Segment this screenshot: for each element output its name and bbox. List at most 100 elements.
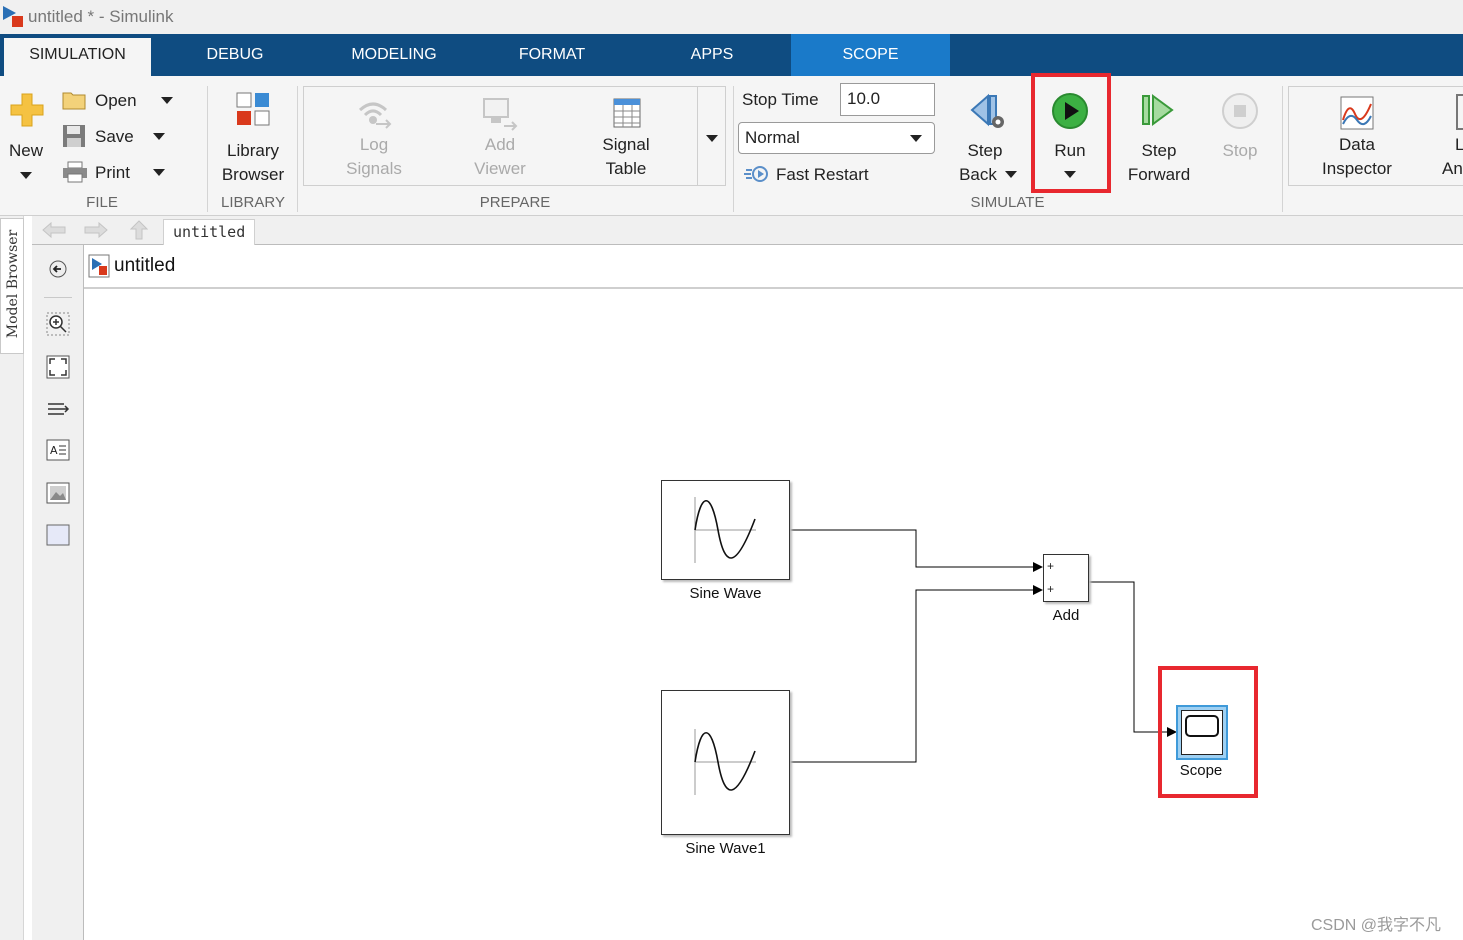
library-browser-label-line2: Browser bbox=[221, 165, 285, 184]
palette-divider bbox=[44, 297, 72, 298]
signal-table-icon bbox=[613, 98, 641, 128]
model-name: untitled bbox=[114, 255, 176, 276]
step-back-label-line1: Step bbox=[967, 141, 1003, 160]
ribbon-divider bbox=[297, 86, 298, 212]
simulink-app-icon bbox=[3, 6, 23, 27]
fast-restart-label: Fast Restart bbox=[776, 165, 869, 184]
add-viewer-label-line2: Viewer bbox=[474, 159, 526, 178]
scope-block[interactable] bbox=[1176, 705, 1228, 760]
sine-wave-icon bbox=[694, 497, 756, 563]
simulate-group-label: SIMULATE bbox=[970, 194, 1045, 211]
fit-to-view-icon[interactable] bbox=[46, 355, 70, 379]
tab-apps[interactable]: APPS bbox=[690, 46, 734, 63]
tab-debug[interactable]: DEBUG bbox=[206, 46, 264, 63]
explorer-nav-bar bbox=[32, 216, 1463, 245]
library-browser-label-line1: Library bbox=[227, 141, 279, 160]
prepare-gallery-expand-button[interactable] bbox=[698, 86, 726, 186]
open-label: Open bbox=[95, 91, 137, 110]
ribbon-divider bbox=[733, 86, 734, 212]
add-block[interactable]: + + bbox=[1043, 554, 1089, 602]
run-highlight-box bbox=[1031, 73, 1111, 193]
tab-scope[interactable]: SCOPE bbox=[791, 34, 950, 76]
sine-wave1-block[interactable] bbox=[661, 690, 790, 835]
folder-icon bbox=[62, 92, 86, 110]
new-dropdown-icon[interactable] bbox=[20, 172, 32, 179]
prepare-group-label: PREPARE bbox=[479, 194, 551, 211]
data-inspector-label-line2: Inspector bbox=[1322, 159, 1392, 178]
model-address-bar: untitled bbox=[84, 245, 1463, 289]
watermark-text: CSDN @我字不凡 bbox=[1311, 917, 1442, 934]
save-label: Save bbox=[95, 127, 134, 146]
ribbon-divider bbox=[207, 86, 208, 212]
add-label: Add bbox=[1052, 607, 1080, 624]
add-viewer-label-line1: Add bbox=[484, 135, 516, 154]
fast-restart-icon bbox=[744, 166, 768, 182]
signal-line-add-to-scope[interactable] bbox=[1089, 581, 1167, 733]
logic-analyzer-label-line1: L bbox=[1455, 135, 1463, 154]
sine-wave-block[interactable] bbox=[661, 480, 790, 580]
save-dropdown-icon[interactable] bbox=[153, 133, 165, 140]
signal-table-label-line2: Table bbox=[605, 159, 647, 178]
simulink-model-icon bbox=[88, 254, 110, 278]
input-port-arrow-icon bbox=[1167, 727, 1177, 737]
scope-screen-icon bbox=[1185, 715, 1219, 737]
floppy-disk-icon bbox=[63, 125, 85, 147]
step-forward-label-line2: Forward bbox=[1127, 165, 1191, 184]
sine-wave-label: Sine Wave bbox=[689, 585, 762, 602]
logic-analyzer-icon bbox=[1456, 94, 1463, 130]
breadcrumb-untitled[interactable]: untitled bbox=[163, 219, 256, 245]
hide-show-explorer-icon[interactable] bbox=[48, 259, 68, 279]
ribbon-divider bbox=[1282, 86, 1283, 212]
print-label: Print bbox=[95, 163, 130, 182]
area-icon[interactable] bbox=[46, 524, 70, 546]
scope-block-body bbox=[1181, 710, 1223, 755]
step-forward-label-line1: Step bbox=[1141, 141, 1177, 160]
step-back-label-line2: Back bbox=[959, 165, 997, 184]
tab-modeling[interactable]: MODELING bbox=[351, 46, 437, 63]
zoom-in-icon[interactable] bbox=[46, 312, 70, 336]
input-port-arrow-icon bbox=[1033, 562, 1043, 572]
log-signals-label-line1: Log bbox=[359, 135, 389, 154]
signal-table-label-line1: Signal bbox=[602, 135, 650, 154]
data-inspector-icon bbox=[1340, 96, 1374, 130]
sine-wave-icon bbox=[694, 729, 756, 795]
printer-icon bbox=[63, 161, 87, 183]
file-group-label: FILE bbox=[86, 194, 118, 211]
ribbon-toolstrip: New Open Save Print FILE bbox=[0, 73, 1463, 216]
new-label: New bbox=[8, 141, 43, 160]
run-dropdown-icon[interactable] bbox=[1064, 171, 1076, 178]
tab-simulation[interactable]: SIMULATION bbox=[4, 38, 151, 76]
forward-arrow-icon[interactable] bbox=[84, 222, 108, 238]
signal-line-sine1-to-add-2[interactable] bbox=[790, 589, 1036, 763]
run-play-icon bbox=[1052, 93, 1088, 129]
ribbon-tab-bar: SIMULATION DEBUG MODELING FORMAT APPS SC… bbox=[0, 34, 1463, 76]
step-forward-icon bbox=[1142, 94, 1174, 126]
model-browser-tab[interactable]: Model Browser bbox=[0, 218, 24, 354]
signal-line-sine-to-add-1[interactable] bbox=[790, 529, 1036, 568]
image-icon[interactable] bbox=[46, 482, 70, 504]
open-dropdown-icon[interactable] bbox=[161, 97, 173, 104]
annotation-icon[interactable]: A bbox=[46, 439, 70, 461]
step-back-dropdown-icon[interactable] bbox=[1005, 171, 1017, 178]
add-plus-sign-2: + bbox=[1047, 582, 1055, 596]
step-back-icon bbox=[970, 93, 1004, 128]
add-viewer-icon bbox=[483, 98, 518, 131]
simulation-mode-select[interactable]: Normal bbox=[738, 122, 935, 154]
print-dropdown-icon[interactable] bbox=[153, 169, 165, 176]
tab-format[interactable]: FORMAT bbox=[518, 46, 586, 63]
run-label: Run bbox=[1054, 141, 1086, 160]
route-lines-icon[interactable] bbox=[46, 399, 70, 419]
window-title: untitled * - Simulink bbox=[28, 7, 174, 26]
sine-wave1-label: Sine Wave1 bbox=[685, 840, 766, 857]
library-group-label: LIBRARY bbox=[221, 194, 285, 211]
stop-time-input[interactable]: 10.0 bbox=[840, 83, 935, 116]
back-arrow-icon[interactable] bbox=[42, 222, 66, 238]
scope-highlight-box bbox=[1158, 666, 1258, 798]
stop-time-label: Stop Time bbox=[742, 90, 819, 109]
simulation-mode-value: Normal bbox=[745, 128, 800, 147]
scope-label: Scope bbox=[1179, 762, 1223, 779]
up-arrow-icon[interactable] bbox=[130, 220, 148, 240]
new-plus-icon bbox=[10, 93, 44, 127]
logic-analyzer-label-line2: An bbox=[1442, 159, 1463, 178]
